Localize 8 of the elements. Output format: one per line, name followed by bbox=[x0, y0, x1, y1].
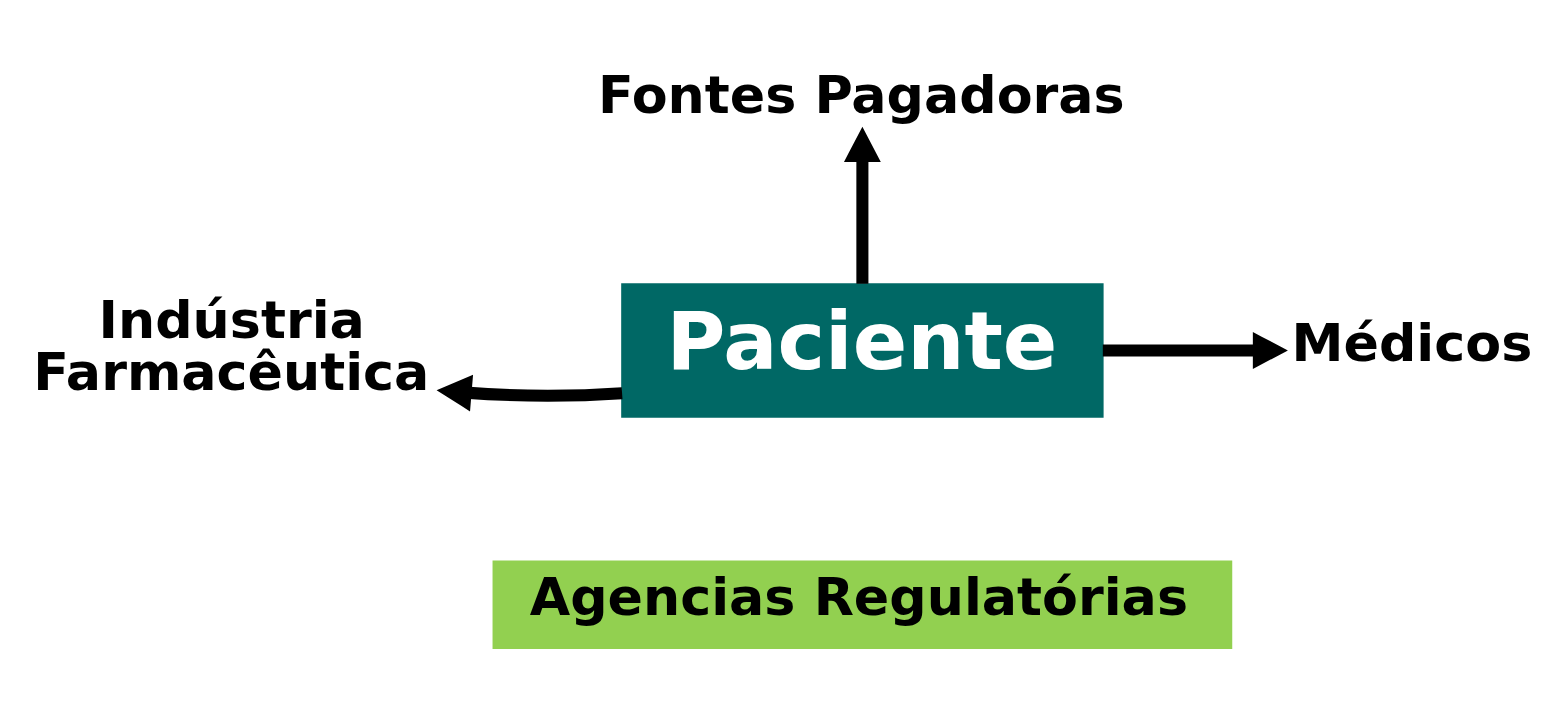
node-text: Indústria Farmacêutica bbox=[33, 288, 430, 402]
node-box: Paciente bbox=[621, 282, 1104, 418]
arrow bbox=[843, 126, 881, 284]
node-text: Fontes Pagadoras bbox=[598, 63, 1125, 125]
node-text: Médicos bbox=[1291, 311, 1533, 373]
arrow bbox=[436, 374, 623, 411]
node-box: Agencias Regulatórias bbox=[492, 560, 1233, 649]
arrow bbox=[1102, 331, 1288, 369]
